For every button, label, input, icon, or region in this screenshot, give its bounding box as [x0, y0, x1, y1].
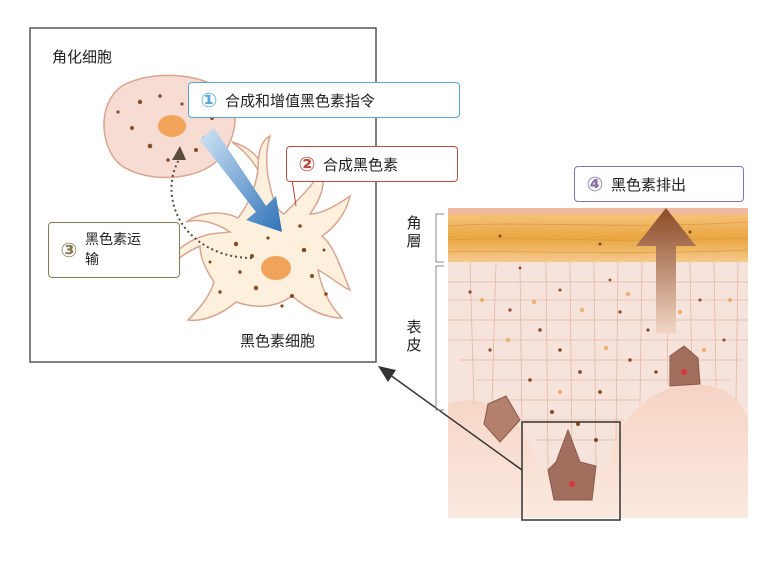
epidermis-bracket [435, 265, 444, 411]
melanocyte-cell [162, 141, 352, 322]
epidermis-cells [448, 261, 748, 471]
melanocyte-label: 黑色素细胞 [240, 332, 316, 350]
step4-callout: ④ 黑色素排出 [574, 166, 744, 202]
zoom-pointer-line [385, 371, 523, 471]
melanocyte-nucleus [261, 256, 291, 280]
melanocyte-dendrite-top [257, 134, 272, 177]
step4-number: ④ [586, 172, 604, 196]
basal-melanocyte-center [547, 428, 597, 501]
skin-section [448, 208, 748, 518]
step2-text: 合成黑色素 [323, 155, 399, 174]
epidermis-label: 表 皮 [406, 318, 422, 354]
melanin-dots-panel [116, 93, 328, 308]
signal-arrow [200, 128, 282, 232]
corneum-bracket [435, 213, 444, 263]
stratum-corneum-label: 角 層 [406, 214, 422, 250]
melanin-excretion-arrow [636, 208, 696, 334]
step3-text: 黑色素运 输 [85, 232, 141, 268]
step3-callout: ③ 黑色素运 输 [48, 222, 180, 278]
transport-arrow-head [172, 146, 186, 160]
keratinocyte-label: 角化细胞 [52, 48, 113, 66]
step1-callout: ① 合成和增值黑色素指令 [188, 82, 460, 118]
stratum-corneum-layer [448, 214, 748, 262]
step4-text: 黑色素排出 [611, 175, 687, 194]
step2-callout: ② 合成黑色素 [286, 146, 458, 182]
zoom-selection-box [521, 421, 621, 521]
step3-number: ③ [60, 238, 78, 262]
basal-melanocyte-left [483, 395, 521, 443]
zoom-pointer-head [378, 366, 396, 382]
basal-melanocyte-right [669, 345, 701, 387]
keratinocyte-nucleus [158, 115, 186, 137]
transport-arrow [170, 157, 253, 259]
step2-number: ② [298, 152, 316, 176]
step1-number: ① [200, 88, 218, 112]
step1-text: 合成和增值黑色素指令 [225, 91, 376, 110]
